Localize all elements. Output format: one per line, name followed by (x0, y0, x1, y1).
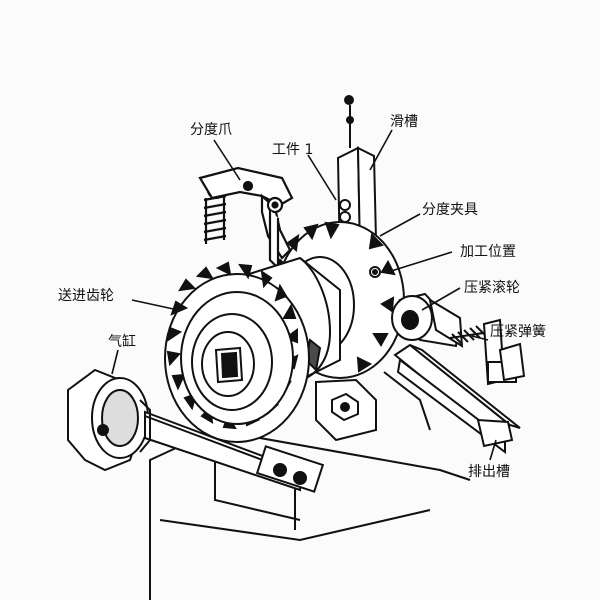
leader-slide-groove (369, 129, 393, 171)
label-machining-position: 加工位置 (460, 244, 516, 260)
label-indexing-fixture: 分度夹具 (422, 202, 478, 218)
leader-indexing-pawl (213, 139, 241, 181)
leader-pressure-spring (471, 335, 489, 341)
leader-air-cylinder (111, 349, 119, 375)
leader-pressure-roller (421, 287, 461, 311)
leader-feed-gear (131, 299, 179, 311)
label-discharge-chute: 排出槽 (468, 464, 510, 480)
pressure-spring-coil (449, 325, 491, 345)
air-cylinder (67, 368, 325, 493)
label-pressure-roller: 压紧滚轮 (464, 279, 520, 296)
leader-indexing-fixture (379, 213, 421, 237)
pawl-spring (203, 194, 227, 244)
fixture-notches (272, 221, 396, 373)
leader-workpiece (307, 154, 337, 201)
leader-lines (111, 129, 497, 461)
indexing-pawl (198, 166, 294, 271)
label-pressure-spring: 压紧弹簧 (490, 324, 546, 340)
labels: 分度爪 工件 1 滑槽 分度夹具 加工位置 压紧滚轮 送进齿轮 压紧弹簧 气缸 … (58, 113, 546, 480)
leader-machining-position (387, 251, 453, 273)
support-bracket (315, 378, 377, 442)
pressure-roller-assembly (391, 292, 526, 386)
feed-gear (164, 261, 310, 443)
leader-discharge-chute (489, 439, 497, 461)
label-feed-gear: 送进齿轮 (58, 288, 114, 304)
label-slide-groove: 滑槽 (390, 113, 418, 130)
discharge-chute (383, 343, 521, 454)
label-workpiece: 工件 1 (272, 142, 313, 158)
label-indexing-pawl: 分度爪 (190, 122, 232, 138)
label-air-cylinder: 气缸 (108, 333, 136, 350)
